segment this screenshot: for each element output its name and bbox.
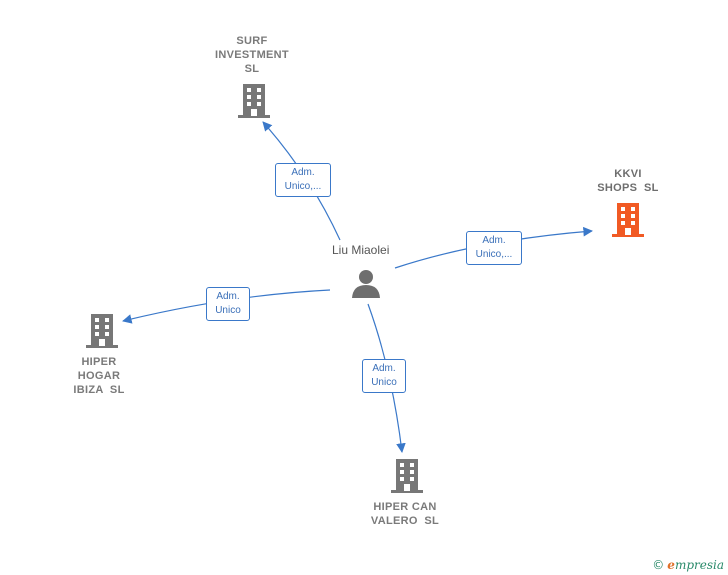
edge-label-hiper-hogar[interactable]: Adm. Unico xyxy=(206,287,250,321)
edge-label-surf[interactable]: Adm. Unico,... xyxy=(275,163,331,197)
brand-initial: e xyxy=(667,558,675,572)
building-icon[interactable] xyxy=(86,314,118,348)
company-label-hiper-hogar[interactable]: HIPER HOGAR IBIZA SL xyxy=(73,356,125,396)
edge-label-hiper-can[interactable]: Adm. Unico xyxy=(362,359,406,393)
building-icon[interactable] xyxy=(391,459,423,493)
person-name[interactable]: Liu Miaolei xyxy=(332,243,390,257)
company-label-surf[interactable]: SURF INVESTMENT SL xyxy=(215,35,289,75)
person-icon[interactable] xyxy=(351,268,381,298)
company-label-hiper-can[interactable]: HIPER CAN VALERO SL xyxy=(370,501,440,527)
building-icon-highlight[interactable] xyxy=(612,203,644,237)
building-icon[interactable] xyxy=(238,84,270,118)
edge-label-kkvi[interactable]: Adm. Unico,... xyxy=(466,231,522,265)
company-label-kkvi[interactable]: KKVI SHOPS SL xyxy=(597,168,659,194)
copyright-icon: © xyxy=(652,558,665,572)
brand-footer: ©empresia xyxy=(652,558,724,572)
brand-name: mpresia xyxy=(674,558,724,572)
